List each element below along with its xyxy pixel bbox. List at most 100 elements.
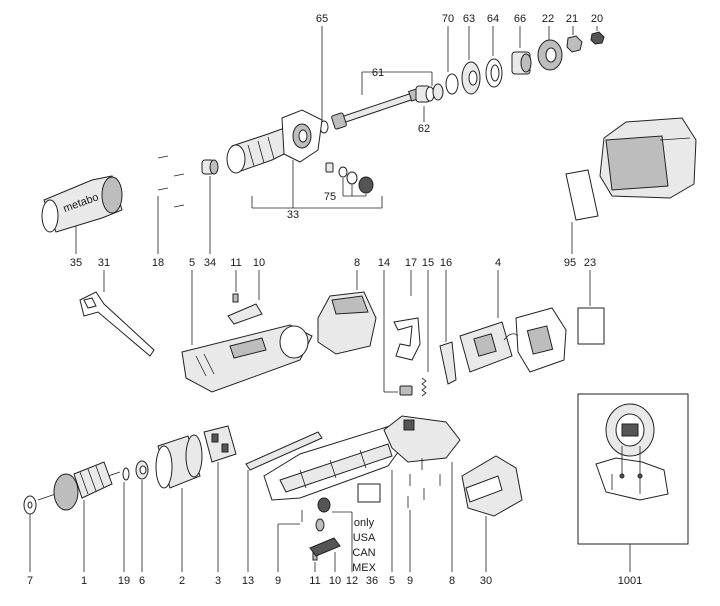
svg-text:MEX: MEX bbox=[352, 562, 377, 574]
svg-text:3: 3 bbox=[215, 575, 221, 587]
svg-text:33: 33 bbox=[287, 209, 299, 221]
svg-text:62: 62 bbox=[418, 123, 430, 135]
callout-6: 6 bbox=[139, 480, 145, 587]
callout-16: 16 bbox=[440, 257, 452, 342]
callout-1: 1 bbox=[81, 500, 87, 587]
svg-text:22: 22 bbox=[542, 13, 554, 25]
callout-11-lower: 11 bbox=[309, 562, 321, 587]
callout-22: 22 bbox=[542, 13, 554, 40]
callout-5-lower: 5 bbox=[389, 470, 395, 587]
part-66-nut bbox=[511, 51, 532, 75]
callout-65: 65 bbox=[316, 13, 328, 121]
part-5-upper-housing bbox=[181, 324, 313, 393]
callout-14: 14 bbox=[378, 257, 398, 393]
svg-text:8: 8 bbox=[354, 257, 360, 269]
callout-8-upper: 8 bbox=[354, 257, 360, 290]
part-17-bracket bbox=[393, 317, 421, 361]
svg-text:65: 65 bbox=[316, 13, 328, 25]
svg-text:16: 16 bbox=[440, 257, 452, 269]
callout-64: 64 bbox=[487, 13, 499, 56]
part-15-spring bbox=[421, 377, 427, 397]
part-61-spindle bbox=[331, 88, 420, 130]
callout-10-lower: 10 bbox=[329, 552, 341, 587]
svg-text:18: 18 bbox=[152, 257, 164, 269]
callout-9-right: 9 bbox=[407, 510, 413, 587]
part-22-collet-nut bbox=[537, 39, 563, 71]
part-63-bearing bbox=[461, 61, 481, 95]
callout-63: 63 bbox=[463, 13, 475, 60]
part-4-electronics bbox=[459, 307, 567, 373]
svg-text:63: 63 bbox=[463, 13, 475, 25]
svg-text:6: 6 bbox=[139, 575, 145, 587]
part-33-head-housing bbox=[226, 109, 323, 174]
svg-text:9: 9 bbox=[275, 575, 281, 587]
part-35-nose-cap: metabo bbox=[41, 175, 123, 233]
svg-text:only: only bbox=[354, 517, 375, 529]
part-10-slider-lower bbox=[309, 537, 341, 557]
svg-text:70: 70 bbox=[442, 13, 454, 25]
callout-11-upper: 11 bbox=[230, 257, 242, 292]
part-21-clip bbox=[566, 35, 583, 53]
svg-text:1: 1 bbox=[81, 575, 87, 587]
callout-20: 20 bbox=[591, 13, 603, 31]
part-18-screws bbox=[157, 155, 185, 208]
svg-text:36: 36 bbox=[366, 575, 378, 587]
part-6-bearing bbox=[135, 460, 149, 480]
svg-text:2: 2 bbox=[179, 575, 185, 587]
svg-text:8: 8 bbox=[449, 575, 455, 587]
callout-5-upper: 5 bbox=[189, 257, 195, 345]
svg-text:30: 30 bbox=[480, 575, 492, 587]
callout-23: 23 bbox=[584, 257, 596, 306]
part-11-screw bbox=[232, 293, 239, 303]
svg-text:34: 34 bbox=[204, 257, 216, 269]
svg-text:4: 4 bbox=[495, 257, 501, 269]
part-8-rear-cover bbox=[317, 291, 377, 355]
part-64-ring bbox=[485, 58, 503, 88]
part-1-armature bbox=[37, 461, 121, 511]
callout-31: 31 bbox=[98, 257, 110, 292]
svg-text:66: 66 bbox=[514, 13, 526, 25]
svg-text:14: 14 bbox=[378, 257, 390, 269]
part-3-brush-holder bbox=[203, 425, 237, 463]
part-95-plate bbox=[565, 169, 599, 221]
part-13-rod bbox=[245, 431, 323, 471]
callout-4: 4 bbox=[495, 257, 501, 318]
svg-text:CAN: CAN bbox=[352, 547, 375, 559]
callout-95: 95 bbox=[564, 222, 576, 269]
part-70-washer bbox=[445, 73, 459, 95]
svg-text:13: 13 bbox=[242, 575, 254, 587]
callout-3: 3 bbox=[215, 462, 221, 587]
part-20-clip bbox=[590, 31, 605, 45]
part-23-label-sheet bbox=[577, 307, 605, 345]
svg-text:35: 35 bbox=[70, 257, 82, 269]
svg-text:12: 12 bbox=[346, 575, 358, 587]
part-7-washer bbox=[23, 495, 37, 515]
svg-text:5: 5 bbox=[189, 257, 195, 269]
detail-box-1001 bbox=[577, 393, 689, 545]
callout-19: 19 bbox=[118, 482, 130, 587]
svg-text:21: 21 bbox=[566, 13, 578, 25]
callout-33: 33 bbox=[251, 160, 383, 221]
svg-text:61: 61 bbox=[372, 67, 384, 79]
svg-text:23: 23 bbox=[584, 257, 596, 269]
callout-61: 61 bbox=[361, 67, 433, 95]
part-62-bushing bbox=[415, 83, 444, 103]
callout-70: 70 bbox=[442, 13, 454, 72]
svg-text:95: 95 bbox=[564, 257, 576, 269]
callout-10-upper: 10 bbox=[253, 257, 265, 300]
svg-text:15: 15 bbox=[422, 257, 434, 269]
battery-pack bbox=[599, 117, 697, 199]
part-36-label bbox=[357, 483, 381, 503]
svg-text:1001: 1001 bbox=[618, 575, 642, 587]
callout-2: 2 bbox=[179, 488, 185, 587]
part-19-ring bbox=[122, 467, 130, 481]
callout-15: 15 bbox=[422, 257, 434, 372]
callout-13: 13 bbox=[242, 470, 254, 587]
svg-text:19: 19 bbox=[118, 575, 130, 587]
part-10-slider bbox=[227, 303, 263, 325]
callout-34: 34 bbox=[204, 176, 216, 269]
svg-text:10: 10 bbox=[329, 575, 341, 587]
part-9-screw-cluster bbox=[407, 458, 441, 508]
part-2-magnet-sleeve bbox=[155, 434, 203, 489]
